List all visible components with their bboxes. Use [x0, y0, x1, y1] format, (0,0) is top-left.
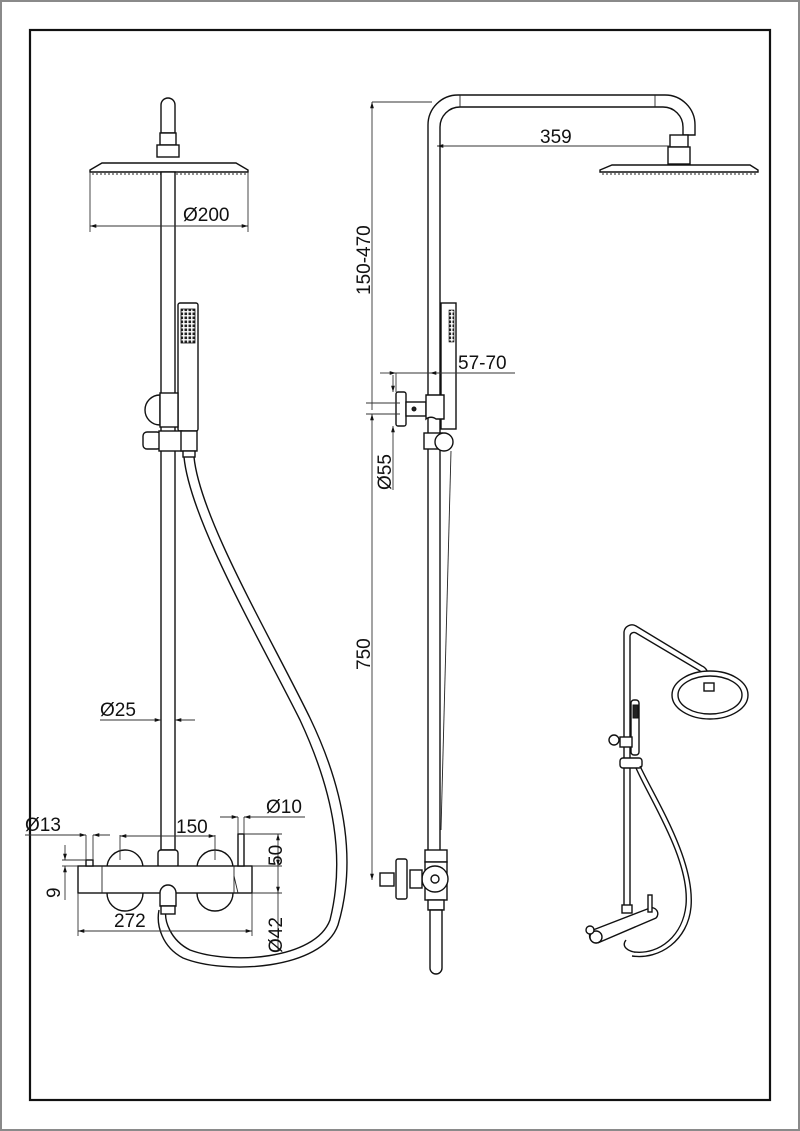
head-swivel	[156, 144, 180, 158]
holder-ring	[434, 432, 454, 452]
shower-hose-inner	[157, 456, 348, 968]
label-arm-projection: 359	[540, 127, 572, 148]
iso-hose	[623, 767, 687, 953]
iso-connector	[621, 904, 633, 914]
iso-head-connector	[703, 682, 715, 692]
shower-hose-side	[440, 450, 452, 831]
iso-knob	[589, 930, 603, 944]
holder-cone	[180, 430, 198, 452]
wall-flange-bottom	[395, 858, 408, 900]
hand-shower-nozzles	[448, 309, 455, 343]
label-lever-height: 50	[266, 845, 287, 866]
label-inlet-diameter: Ø13	[25, 815, 61, 836]
iso-hand-nozzles	[632, 704, 639, 719]
isometric-view	[585, 624, 749, 958]
hose-nut-bottom	[160, 905, 176, 915]
riser-pipe	[160, 171, 176, 851]
hose-nut-side	[427, 899, 445, 911]
label-head-diameter: Ø200	[183, 205, 229, 226]
drawing-frame	[28, 28, 772, 1102]
iso-eccentric	[585, 925, 595, 935]
label-mixer-width: 272	[114, 911, 146, 932]
mixer-knob-center	[430, 874, 440, 884]
head-connector	[159, 132, 177, 146]
riser-connector	[424, 849, 448, 863]
iso-head-outer	[671, 670, 749, 720]
wall-flange	[395, 391, 407, 427]
mixer-lever-taper	[233, 875, 239, 894]
label-inlet-height: 9	[44, 887, 65, 898]
shower-hose	[164, 456, 338, 959]
inlet-stub	[85, 859, 94, 867]
holder-body	[158, 430, 183, 452]
diverter-lever	[237, 833, 245, 867]
front-view: Ø200 Ø25 Ø13	[25, 97, 348, 968]
hose-nut-top	[182, 450, 196, 458]
eccentric-nut	[409, 869, 423, 889]
hand-shower-nozzles	[180, 308, 196, 344]
label-flange-diameter: Ø55	[375, 454, 396, 490]
bracket-clamp	[425, 394, 445, 421]
iso-holder	[619, 757, 643, 769]
label-riser-length: 750	[354, 638, 375, 670]
iso-hose-inner	[631, 765, 692, 958]
label-mixer-diameter: Ø42	[266, 917, 287, 953]
inlet-fitting	[379, 872, 395, 887]
hose-outlet	[159, 884, 177, 907]
slider-knob	[144, 394, 161, 426]
slider-body	[159, 392, 179, 428]
iso-lever	[647, 894, 653, 913]
iso-slider	[619, 736, 633, 748]
iso-head-inner	[677, 675, 743, 715]
hose-end-side	[429, 909, 443, 975]
overhead-shower-head-side	[599, 164, 759, 173]
bracket-screw	[411, 406, 417, 412]
iso-wall-bracket	[608, 734, 620, 746]
side-view: 359 150-470 57-70 Ø55 750	[354, 94, 759, 975]
shower-arm	[427, 94, 696, 856]
label-riser-diameter: Ø25	[100, 700, 136, 721]
arm-end-cap	[160, 97, 176, 134]
riser-connector	[157, 849, 179, 869]
overhead-shower-head	[89, 162, 249, 173]
label-height-adjust: 150-470	[354, 225, 375, 295]
label-bracket-offset: 57-70	[458, 353, 507, 374]
label-inlet-centers: 150	[176, 817, 208, 838]
head-connector	[669, 134, 689, 148]
label-lever-diameter: Ø10	[266, 797, 302, 818]
head-swivel	[667, 146, 691, 165]
